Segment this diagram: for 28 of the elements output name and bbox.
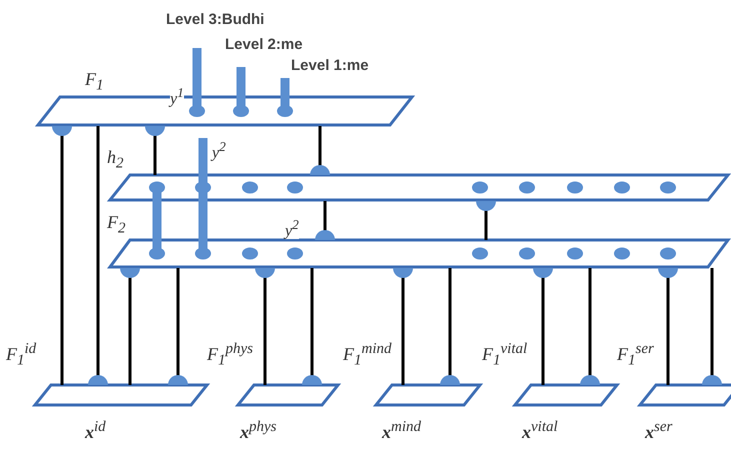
connector-line	[533, 268, 553, 385]
edge-label: Level 3:Budhi	[165, 12, 266, 27]
output-label: y$^{2}$	[212, 140, 226, 162]
input-label: x$^{id}$	[85, 420, 106, 441]
connector-line	[302, 268, 322, 385]
input-label: x$^{mind}$	[382, 420, 421, 441]
edge-label: Level 2:me	[224, 37, 304, 52]
layer-plane	[110, 240, 728, 267]
connector-line	[580, 268, 600, 385]
connector-line	[440, 268, 460, 385]
connector-line	[393, 268, 413, 385]
input-label: x$^{phys}$	[240, 420, 276, 441]
connector-line	[476, 201, 496, 240]
connector-line	[702, 268, 722, 385]
input-label: x$^{vital}$	[522, 420, 558, 441]
connector-line	[310, 126, 330, 175]
edge-label: Level 1:me	[290, 58, 370, 73]
connector-line	[120, 268, 140, 385]
connector-line	[52, 126, 72, 385]
connector-line	[315, 201, 335, 240]
connector-line	[255, 268, 275, 385]
connector-line	[658, 268, 678, 385]
connector-line	[168, 268, 188, 385]
connector-line	[88, 126, 108, 385]
layer-plane	[38, 97, 412, 125]
connector-line	[145, 126, 165, 175]
output-label: y$^{1}$	[170, 86, 184, 108]
output-label: y$^{2}$	[285, 218, 299, 240]
